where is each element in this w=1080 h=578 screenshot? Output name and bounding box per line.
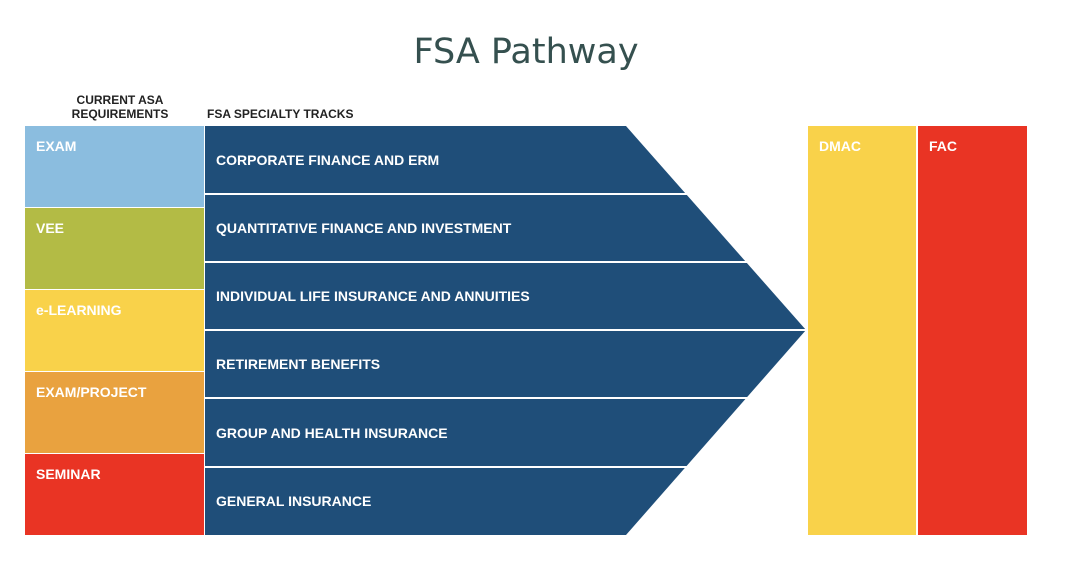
track-quantitative-finance: QUANTITATIVE FINANCE AND INVESTMENT	[216, 220, 512, 236]
track-individual-life: INDIVIDUAL LIFE INSURANCE AND ANNUITIES	[216, 288, 530, 304]
page-title: FSA Pathway	[413, 32, 639, 72]
track-group-health: GROUP AND HEALTH INSURANCE	[216, 425, 448, 441]
asa-box-vee: VEE	[25, 208, 204, 289]
asa-box-elearning: e-LEARNING	[25, 290, 204, 371]
track-separators	[205, 193, 808, 468]
asa-requirements-header: CURRENT ASA REQUIREMENTS	[25, 93, 215, 121]
track-retirement-benefits: RETIREMENT BENEFITS	[216, 356, 381, 372]
track-corporate-finance: CORPORATE FINANCE AND ERM	[216, 152, 440, 168]
asa-box-exam: EXAM	[25, 126, 204, 207]
asa-header-line1: CURRENT ASA	[76, 93, 164, 107]
fac-column: FAC	[918, 126, 1027, 535]
asa-box-exam-project: EXAM/PROJECT	[25, 372, 204, 453]
specialty-tracks-header: FSA SPECIALTY TRACKS	[207, 107, 354, 121]
asa-box-seminar: SEMINAR	[25, 454, 204, 535]
asa-header-line2: REQUIREMENTS	[71, 107, 169, 121]
track-general-insurance: GENERAL INSURANCE	[216, 493, 372, 509]
dmac-column: DMAC	[808, 126, 916, 535]
